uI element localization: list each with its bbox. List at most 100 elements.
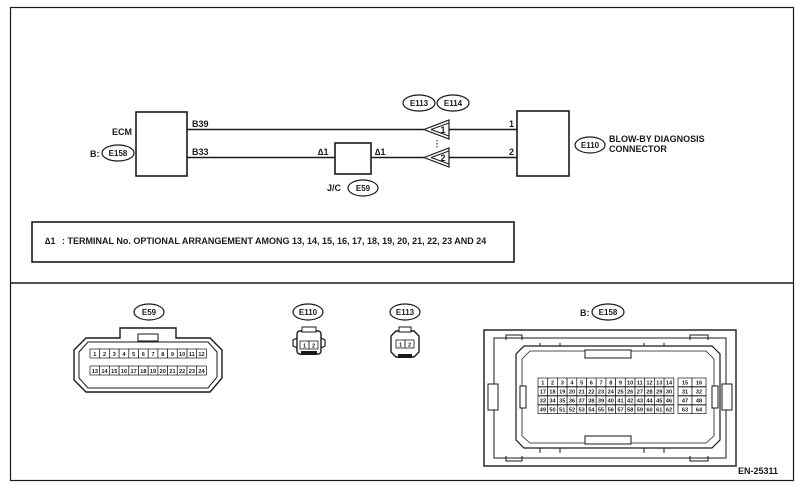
svg-text:10: 10 bbox=[627, 381, 633, 387]
e158-pin: 64 bbox=[691, 404, 707, 414]
e158-pin: 1 bbox=[537, 377, 549, 387]
svg-text:25: 25 bbox=[617, 390, 623, 396]
svg-text:61: 61 bbox=[656, 408, 662, 414]
svg-text:18: 18 bbox=[549, 390, 555, 396]
ecm-box bbox=[135, 111, 188, 177]
svg-text:4: 4 bbox=[122, 352, 126, 358]
e158-pin: 55 bbox=[595, 404, 607, 414]
svg-text:1: 1 bbox=[93, 352, 96, 358]
e158-pin: 48 bbox=[691, 395, 707, 405]
svg-text:23: 23 bbox=[189, 369, 195, 375]
svg-text:14: 14 bbox=[666, 381, 673, 387]
e59-housing bbox=[73, 327, 223, 393]
svg-text:19: 19 bbox=[559, 390, 565, 396]
svg-text:51: 51 bbox=[559, 408, 565, 414]
outer-frame bbox=[9, 6, 795, 482]
jc-box bbox=[334, 142, 372, 175]
svg-text:52: 52 bbox=[569, 408, 575, 414]
e158-pin: 5 bbox=[576, 377, 587, 387]
svg-text:7: 7 bbox=[599, 381, 602, 387]
svg-text:30: 30 bbox=[666, 390, 672, 396]
svg-text:41: 41 bbox=[617, 399, 623, 405]
e158-pin: 31 bbox=[677, 386, 693, 396]
svg-text:35: 35 bbox=[559, 399, 565, 405]
svg-text:22: 22 bbox=[179, 369, 185, 375]
svg-text:14: 14 bbox=[101, 369, 108, 375]
svg-text:8: 8 bbox=[609, 381, 612, 387]
svg-text:58: 58 bbox=[627, 408, 633, 414]
e59-pin: 11 bbox=[186, 348, 198, 359]
svg-text:11: 11 bbox=[637, 381, 643, 387]
e158-pin: 13 bbox=[654, 377, 665, 387]
e59-tag: E59 bbox=[133, 303, 165, 321]
svg-text:5: 5 bbox=[580, 381, 583, 387]
e158-pin: 35 bbox=[557, 395, 568, 405]
e158-pin: 24 bbox=[605, 386, 616, 396]
blowby-box bbox=[516, 110, 570, 177]
e158-pin: 45 bbox=[654, 395, 665, 405]
e158-pin: 46 bbox=[663, 395, 675, 405]
jc-star-left: ∆1 bbox=[318, 147, 329, 157]
e158-pin: 53 bbox=[576, 404, 587, 414]
e110-tag: E110 bbox=[292, 303, 324, 321]
e59-pin: 7 bbox=[147, 348, 159, 359]
e59-pin: 17 bbox=[128, 365, 139, 376]
svg-text:23: 23 bbox=[598, 390, 604, 396]
svg-text:36: 36 bbox=[569, 399, 575, 405]
svg-text:37: 37 bbox=[579, 399, 585, 405]
svg-text:48: 48 bbox=[696, 399, 702, 405]
svg-text:6: 6 bbox=[590, 381, 593, 387]
e59-pin: 24 bbox=[196, 365, 207, 376]
blowby-pin-1: 1 bbox=[509, 119, 514, 129]
e158-pin: 41 bbox=[615, 395, 626, 405]
svg-text:20: 20 bbox=[569, 390, 575, 396]
svg-text:2: 2 bbox=[408, 343, 411, 349]
e158-pin: 26 bbox=[624, 386, 636, 396]
e158-pin: 4 bbox=[566, 377, 578, 387]
e59-pin: 10 bbox=[176, 348, 188, 359]
e158-pin: 50 bbox=[547, 404, 558, 414]
svg-text:24: 24 bbox=[608, 390, 615, 396]
svg-text:3: 3 bbox=[113, 352, 116, 358]
e113-pin-1: 1 bbox=[395, 339, 406, 349]
svg-text:15: 15 bbox=[682, 381, 688, 387]
e59-pin: 2 bbox=[99, 348, 110, 359]
e158-pin: 60 bbox=[644, 404, 655, 414]
svg-text:2: 2 bbox=[103, 352, 106, 358]
svg-text:47: 47 bbox=[682, 399, 688, 405]
svg-text:49: 49 bbox=[540, 408, 546, 414]
ecm-connector-tag: E158 bbox=[101, 144, 135, 162]
e158-pin: 18 bbox=[547, 386, 558, 396]
e59-pin: 5 bbox=[128, 348, 139, 359]
e59-pin: 3 bbox=[109, 348, 120, 359]
e158-pin: 52 bbox=[566, 404, 578, 414]
e59-pin: 21 bbox=[167, 365, 178, 376]
svg-text:13: 13 bbox=[92, 369, 98, 375]
svg-text:2: 2 bbox=[551, 381, 554, 387]
e59-pin: 23 bbox=[186, 365, 198, 376]
ecm-pin-b33: B33 bbox=[192, 147, 209, 157]
svg-text:21: 21 bbox=[579, 390, 585, 396]
e59-pin: 19 bbox=[147, 365, 159, 376]
svg-text:54: 54 bbox=[588, 408, 595, 414]
svg-text:60: 60 bbox=[646, 408, 652, 414]
e158-pin: 34 bbox=[547, 395, 558, 405]
svg-text:34: 34 bbox=[549, 399, 556, 405]
inline-connector-top: 1 bbox=[422, 119, 450, 140]
svg-text:50: 50 bbox=[549, 408, 555, 414]
e158-pin: 44 bbox=[644, 395, 655, 405]
svg-text:E59: E59 bbox=[356, 184, 371, 193]
e158-pin: 22 bbox=[586, 386, 597, 396]
inline-connector-bottom: 2 bbox=[422, 147, 450, 168]
svg-text:3: 3 bbox=[561, 381, 564, 387]
svg-text:12: 12 bbox=[198, 352, 204, 358]
ecm-label: ECM bbox=[112, 127, 132, 137]
e59-pin: 8 bbox=[157, 348, 168, 359]
e158-pin: 15 bbox=[677, 377, 693, 387]
svg-text:15: 15 bbox=[111, 369, 117, 375]
e158-pin: 17 bbox=[537, 386, 549, 396]
e158-pin: 58 bbox=[624, 404, 636, 414]
svg-text:E59: E59 bbox=[142, 308, 157, 317]
